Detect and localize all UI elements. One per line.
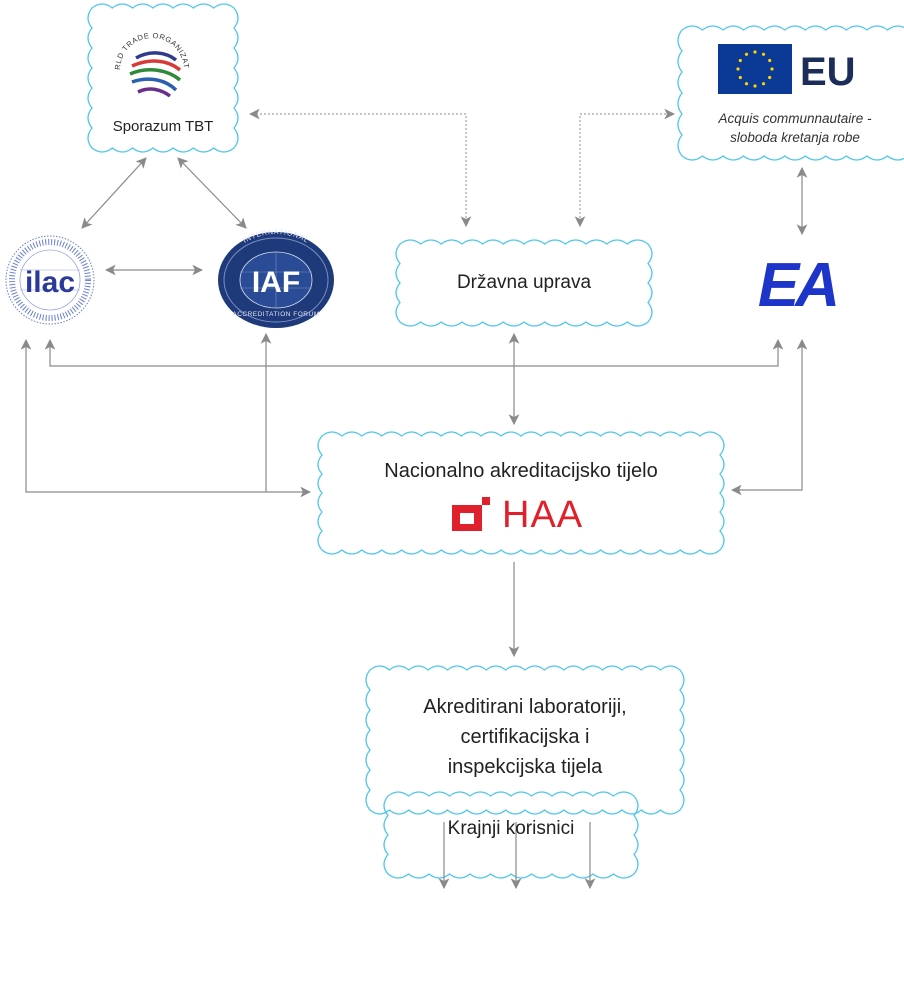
box-nacionalno — [317, 431, 725, 555]
eu-star — [744, 52, 749, 56]
eu-star — [738, 75, 742, 80]
arrow-wto-iaf — [177, 157, 247, 229]
arrow-drzavna-to-wto — [248, 108, 472, 228]
eu-star — [768, 58, 772, 63]
haa-brand: HAA — [502, 494, 584, 536]
iaf-logo: INTERNATIONAL ACCREDITATION FORUM IAF — [218, 229, 334, 328]
box-krajnji — [383, 791, 639, 879]
krajnji-korisnici-label: Krajnji korisnici — [447, 818, 575, 839]
eu-star — [761, 82, 766, 86]
arrow-ea-nacionalno — [730, 338, 808, 496]
eu-star — [761, 52, 766, 56]
box-eu — [677, 25, 904, 161]
eu-subtitle-line1: Acquis communnautaire - — [718, 111, 872, 126]
ea-text: EA — [758, 251, 836, 320]
box-akreditirani — [365, 665, 685, 815]
eu-star — [744, 82, 749, 86]
eu-star — [768, 75, 772, 80]
eu-star — [770, 67, 774, 71]
arrow-ilac-ea-bus — [44, 338, 784, 367]
box-wto — [87, 3, 239, 153]
nacionalno-label: Nacionalno akreditacijsko tijelo — [384, 460, 658, 482]
eu-flag — [718, 44, 792, 94]
eu-title: EU — [800, 50, 856, 94]
ea-logo: EA — [758, 251, 840, 320]
eu-subtitle-line2: sloboda kretanja robe — [730, 130, 860, 145]
iaf-text: IAF — [252, 266, 300, 299]
box-drzavna-uprava — [395, 239, 653, 327]
eu-star — [738, 58, 742, 63]
arrow-wto-ilac — [81, 157, 147, 229]
akreditirani-line1: Akreditirani laboratoriji, — [423, 696, 627, 718]
akreditirani-line2: certifikacijska i — [460, 726, 590, 748]
wto-logo: WORLD TRADE ORGANIZATION — [0, 0, 191, 98]
wto-label: Sporazum TBT — [112, 118, 214, 135]
eu-star — [753, 84, 757, 88]
haa-logo-mark — [452, 497, 490, 531]
solid-connectors — [20, 157, 808, 890]
eu-star — [736, 67, 740, 71]
drzavna-uprava-label: Državna uprava — [456, 272, 592, 293]
eu-subtitle: Acquis communnautaire - sloboda kretanja… — [682, 109, 904, 147]
dotted-connectors — [248, 108, 676, 228]
ilac-logo: ilac — [5, 235, 95, 325]
wto-ring-text: WORLD TRADE ORGANIZATION — [0, 0, 190, 70]
eu-star — [753, 50, 757, 54]
akreditirani-line3: inspekcijska tijela — [447, 756, 603, 778]
akreditirani-label: Akreditirani laboratoriji, certifikacijs… — [370, 692, 680, 782]
arrow-ilac-to-nacionalno — [20, 338, 312, 498]
arrow-drzavna-to-eu — [574, 108, 676, 228]
iaf-ring-bottom: ACCREDITATION FORUM — [232, 311, 319, 318]
ilac-text: ilac — [25, 266, 75, 299]
svg-text:WORLD TRADE ORGANIZATION: WORLD TRADE ORGANIZATION — [0, 0, 191, 70]
